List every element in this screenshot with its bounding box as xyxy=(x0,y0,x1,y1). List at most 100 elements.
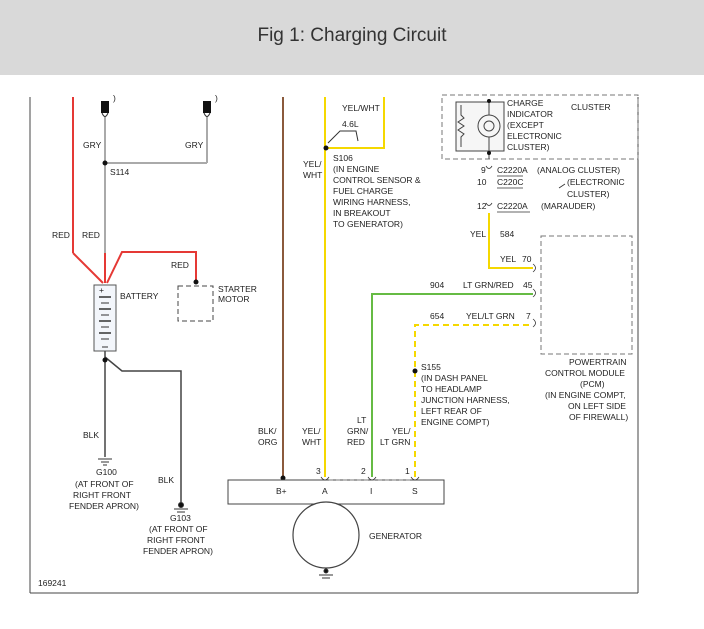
conn-row-conn: C220C xyxy=(497,177,523,187)
pcm-pins xyxy=(532,263,536,328)
svg-text:CLUSTER): CLUSTER) xyxy=(507,142,550,152)
yel-lt-grn-label-1: YEL/ xyxy=(392,426,411,436)
lt-grn-red-wire xyxy=(371,293,533,477)
diagram-frame xyxy=(29,97,639,594)
svg-text:(AT FRONT OF: (AT FRONT OF xyxy=(149,524,208,534)
conn-row-desc: (ELECTRONIC xyxy=(567,177,625,187)
svg-text:(IN DASH PANEL: (IN DASH PANEL xyxy=(421,373,488,383)
battery-symbol xyxy=(93,284,117,352)
engine-46-label: 4.6L xyxy=(342,119,359,129)
ground-g103-label: G103 (AT FRONT OF RIGHT FRONT FENDER APR… xyxy=(143,513,213,556)
svg-text:(IN ENGINE: (IN ENGINE xyxy=(333,164,380,174)
yel-584-label-num: 584 xyxy=(500,229,514,239)
yel-wht-side-2: WHT xyxy=(303,170,322,180)
starter-terminal-dot xyxy=(193,279,199,285)
svg-text:G100: G100 xyxy=(96,467,117,477)
starter-label-1: STARTER xyxy=(218,284,257,294)
wire-654-color: YEL/LT GRN xyxy=(466,311,515,321)
svg-text:LEFT REAR OF: LEFT REAR OF xyxy=(421,406,482,416)
wire-904-pin: 45 xyxy=(523,280,533,290)
wire-654-pin: 7 xyxy=(526,311,531,321)
yel-lt-grn-wire xyxy=(414,324,533,477)
wire-904-num: 904 xyxy=(430,280,444,290)
svg-text:CHARGE: CHARGE xyxy=(507,98,544,108)
splice-s106-label: S106 (IN ENGINE CONTROL SENSOR & FUEL CH… xyxy=(333,153,421,229)
cluster-connector-rows: 9 C2220A (ANALOG CLUSTER) 10 C220C (ELEC… xyxy=(477,165,625,211)
blk-ground-wires xyxy=(104,351,182,503)
svg-text:JUNCTION HARNESS,: JUNCTION HARNESS, xyxy=(421,395,510,405)
ground-g100-label: G100 (AT FRONT OF RIGHT FRONT FENDER APR… xyxy=(69,467,139,511)
gen-term-a: A xyxy=(322,486,328,496)
blk-org-label-2: ORG xyxy=(258,437,277,447)
ground-g103-icon xyxy=(174,502,188,513)
engine-46-bracket xyxy=(327,130,359,144)
blk-label-left: BLK xyxy=(83,430,99,440)
conn-row-pin: 9 xyxy=(481,165,486,175)
svg-text:S155: S155 xyxy=(421,362,441,372)
svg-text:(EXCEPT: (EXCEPT xyxy=(507,120,544,130)
wire-654-num: 654 xyxy=(430,311,444,321)
partial-label-left: ) xyxy=(113,93,116,103)
svg-text:TO GENERATOR): TO GENERATOR) xyxy=(333,219,403,229)
svg-text:OF FIREWALL): OF FIREWALL) xyxy=(569,412,628,422)
gen-pin-1: 1 xyxy=(405,466,410,476)
ground-g100-icon xyxy=(98,458,112,466)
charging-circuit-diagram: ) ) GRY GRY S114 RED RED RED + BATTERY S… xyxy=(29,93,639,594)
conn-row-desc: (MARAUDER) xyxy=(541,201,595,211)
yel-wht-wires xyxy=(324,97,385,477)
conn-row-conn: C2220A xyxy=(497,201,528,211)
conn-row-conn: C2220A xyxy=(497,165,528,175)
red-wires xyxy=(72,97,197,284)
svg-text:RIGHT FRONT: RIGHT FRONT xyxy=(147,535,205,545)
conn-row-desc: (ANALOG CLUSTER) xyxy=(537,165,620,175)
gen-pin-3: 3 xyxy=(316,466,321,476)
lt-grn-red-label-3: RED xyxy=(347,437,365,447)
cluster-top-dot xyxy=(487,99,491,103)
svg-text:WIRING HARNESS,: WIRING HARNESS, xyxy=(333,197,410,207)
splice-s106-dot xyxy=(323,145,329,151)
conn-row-pin: 12 xyxy=(477,201,487,211)
yel-lt-grn-label-2: LT GRN xyxy=(380,437,410,447)
splice-s155-dot xyxy=(412,368,418,374)
splice-s114-label: S114 xyxy=(110,167,129,177)
red-label-3: RED xyxy=(171,260,189,270)
svg-text:TO HEADLAMP: TO HEADLAMP xyxy=(421,384,482,394)
battery-neg-dot xyxy=(102,357,108,363)
svg-text:INDICATOR: INDICATOR xyxy=(507,109,553,119)
generator-ground-icon xyxy=(319,568,333,579)
figure-header: Fig 1: Charging Circuit xyxy=(0,0,704,75)
lt-grn-red-label-1: LT xyxy=(357,415,366,425)
instrument-cluster-box xyxy=(441,94,639,160)
battery-plus-sign: + xyxy=(99,285,104,295)
lt-grn-red-label-2: GRN/ xyxy=(347,426,369,436)
svg-text:ON LEFT SIDE: ON LEFT SIDE xyxy=(568,401,626,411)
top-left-connectors xyxy=(101,101,211,117)
yel-wht-bottom-2: WHT xyxy=(302,437,321,447)
yel-584-label-color: YEL xyxy=(470,229,486,239)
gry-wires xyxy=(104,117,208,253)
cluster-label: CLUSTER xyxy=(571,102,611,112)
blk-org-label-1: BLK/ xyxy=(258,426,277,436)
figure-id: 169241 xyxy=(38,578,67,588)
partial-label-mid: ) xyxy=(215,93,218,103)
gen-term-b-plus: B+ xyxy=(276,486,287,496)
svg-text:IN BREAKOUT: IN BREAKOUT xyxy=(333,208,391,218)
svg-text:FUEL CHARGE: FUEL CHARGE xyxy=(333,186,393,196)
cluster-bottom-dot xyxy=(487,151,491,155)
generator-icon xyxy=(292,501,360,569)
svg-text:CONTROL MODULE: CONTROL MODULE xyxy=(545,368,625,378)
yel-wht-top-label: YEL/WHT xyxy=(342,103,380,113)
gen-term-s: S xyxy=(412,486,418,496)
yel-wht-bottom-1: YEL/ xyxy=(302,426,321,436)
pcm-label: POWERTRAIN CONTROL MODULE (PCM) (IN ENGI… xyxy=(545,357,628,422)
pcm-box xyxy=(540,235,633,355)
battery-label: BATTERY xyxy=(120,291,159,301)
yel-70-label-pin: 70 xyxy=(522,254,532,264)
svg-text:POWERTRAIN: POWERTRAIN xyxy=(569,357,626,367)
wiring-diagram-panel: ) ) GRY GRY S114 RED RED RED + BATTERY S… xyxy=(0,75,704,624)
b-plus-terminal-dot xyxy=(280,475,286,481)
splice-s155-label: S155 (IN DASH PANEL TO HEADLAMP JUNCTION… xyxy=(421,362,510,427)
svg-text:(PCM): (PCM) xyxy=(580,379,605,389)
generator-pins xyxy=(320,476,420,481)
red-label-1: RED xyxy=(52,230,70,240)
